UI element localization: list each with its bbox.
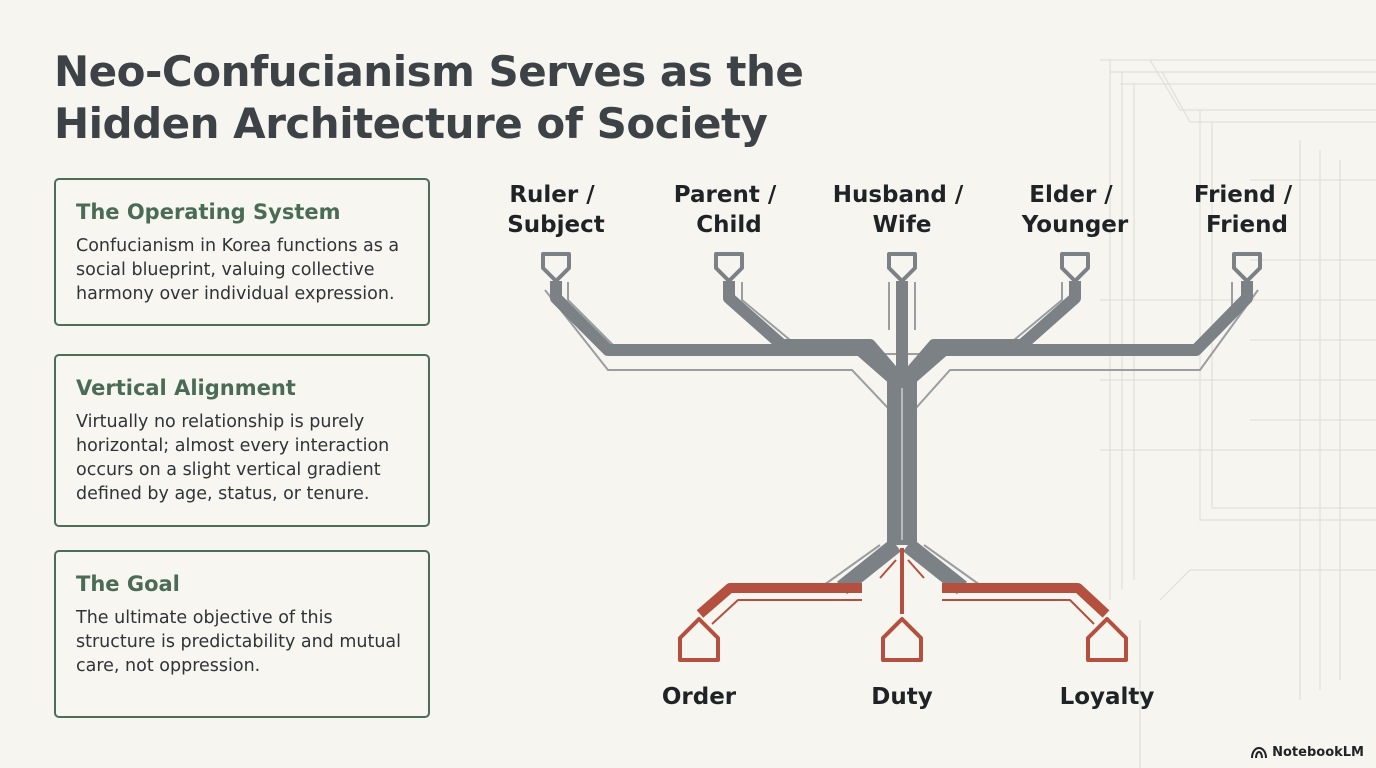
card-body: Virtually no relationship is purely hori… <box>76 412 390 504</box>
card-heading: Vertical Alignment <box>76 376 296 400</box>
connector-pin-elder <box>1060 252 1090 283</box>
connector-pin-friend <box>1232 252 1262 283</box>
branch-friend <box>900 281 1253 390</box>
relationship-label-ruler-subject: Ruler / Subject <box>507 182 605 238</box>
connector-pin-loyalty <box>1086 617 1128 662</box>
relationship-label-husband-wife: Husband / Wife <box>833 182 972 238</box>
connector-pin-parent <box>714 252 744 283</box>
branch-ruler <box>550 281 904 390</box>
connector-pin-husband <box>887 252 917 283</box>
trunk-split-left <box>837 538 901 595</box>
connector-pin-ruler <box>541 252 571 283</box>
info-card-vertical-alignment: Vertical Alignment Virtually no relation… <box>54 354 430 527</box>
card-body: The ultimate objective of this structure… <box>76 608 402 676</box>
trunk-split-right <box>903 538 967 595</box>
relationship-label-friend-friend: Friend / Friend <box>1194 182 1300 238</box>
relationship-label-elder-younger: Elder / Younger <box>1021 182 1129 238</box>
outcome-label-loyalty: Loyalty <box>1060 684 1155 710</box>
brand-watermark: NotebookLM <box>1251 745 1364 760</box>
outcome-branch-loyalty <box>942 583 1110 618</box>
outcome-label-order: Order <box>662 684 737 710</box>
info-card-goal: The Goal The ultimate objective of this … <box>54 550 430 718</box>
page-title: Neo-Confucianism Serves as the Hidden Ar… <box>54 47 804 148</box>
relationship-label-parent-child: Parent / Child <box>674 182 785 238</box>
notebooklm-logo-icon <box>1251 746 1268 758</box>
connector-pin-order <box>678 617 720 662</box>
card-heading: The Operating System <box>76 200 341 224</box>
card-heading: The Goal <box>76 572 180 596</box>
connector-pin-duty <box>881 617 923 662</box>
branch-parent <box>723 281 905 384</box>
brand-label: NotebookLM <box>1272 745 1364 760</box>
card-body: Confucianism in Korea functions as a soc… <box>76 236 400 304</box>
outcome-branch-order <box>696 583 862 618</box>
outcome-label-duty: Duty <box>871 684 932 710</box>
info-card-operating-system: The Operating System Confucianism in Kor… <box>54 178 430 326</box>
